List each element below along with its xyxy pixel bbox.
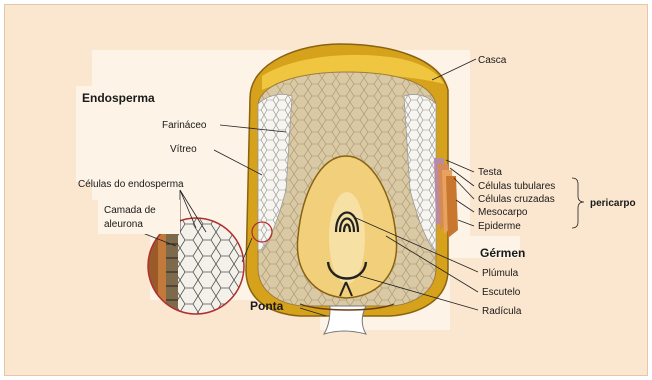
label-camada-aleurona-2: aleurona [104,219,143,230]
label-celulas-endosperma: Células do endosperma [78,179,184,190]
germ-axis [329,192,365,284]
label-vitreo: Vítreo [170,144,197,155]
label-farinaceo: Farináceo [162,120,207,131]
label-endosperma: Endosperma [82,91,155,105]
label-mesocarpo: Mesocarpo [478,207,528,218]
label-ponta: Ponta [250,299,284,313]
label-germen: Gérmen [480,246,525,260]
label-celulas-tubulares: Células tubulares [478,181,555,192]
label-plumula: Plúmula [482,268,519,279]
label-radicula: Radícula [482,306,522,317]
label-camada-aleurona-1: Camada de [104,205,156,216]
label-casca: Casca [478,55,507,66]
label-celulas-cruzadas: Células cruzadas [478,194,555,205]
label-pericarpo: pericarpo [590,198,636,209]
label-escutelo: Escutelo [482,287,521,298]
label-testa: Testa [478,167,502,178]
pericarpo-brace [572,178,584,228]
label-epiderme: Epiderme [478,221,521,232]
